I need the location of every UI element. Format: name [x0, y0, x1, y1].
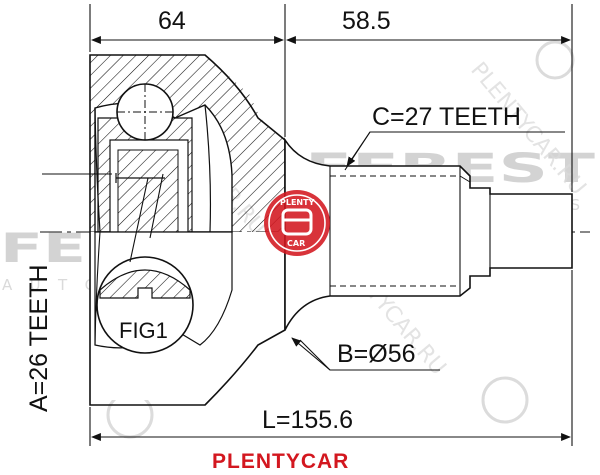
plentycar-stamp-icon: PLENTY CAR [264, 190, 330, 256]
brand-footer: PLENTYCAR [212, 450, 349, 473]
spline-a-label: A=26 TEETH [25, 264, 53, 412]
stub-shaft [284, 137, 573, 331]
fig1-detail: FIG1 [96, 256, 194, 354]
spline-c-label: C=27 TEETH [372, 103, 521, 131]
fig1-label: FIG1 [119, 318, 168, 343]
length-l-label: L=155.6 [262, 406, 353, 434]
diameter-b-label: B=Ø56 [337, 340, 416, 368]
stamp-top-text: PLENTY [280, 198, 315, 207]
stamp-bottom-text: CAR [287, 239, 305, 248]
joint-housing [89, 54, 286, 406]
dim-58-5-label: 58.5 [342, 7, 391, 35]
dim-64-label: 64 [158, 7, 186, 35]
